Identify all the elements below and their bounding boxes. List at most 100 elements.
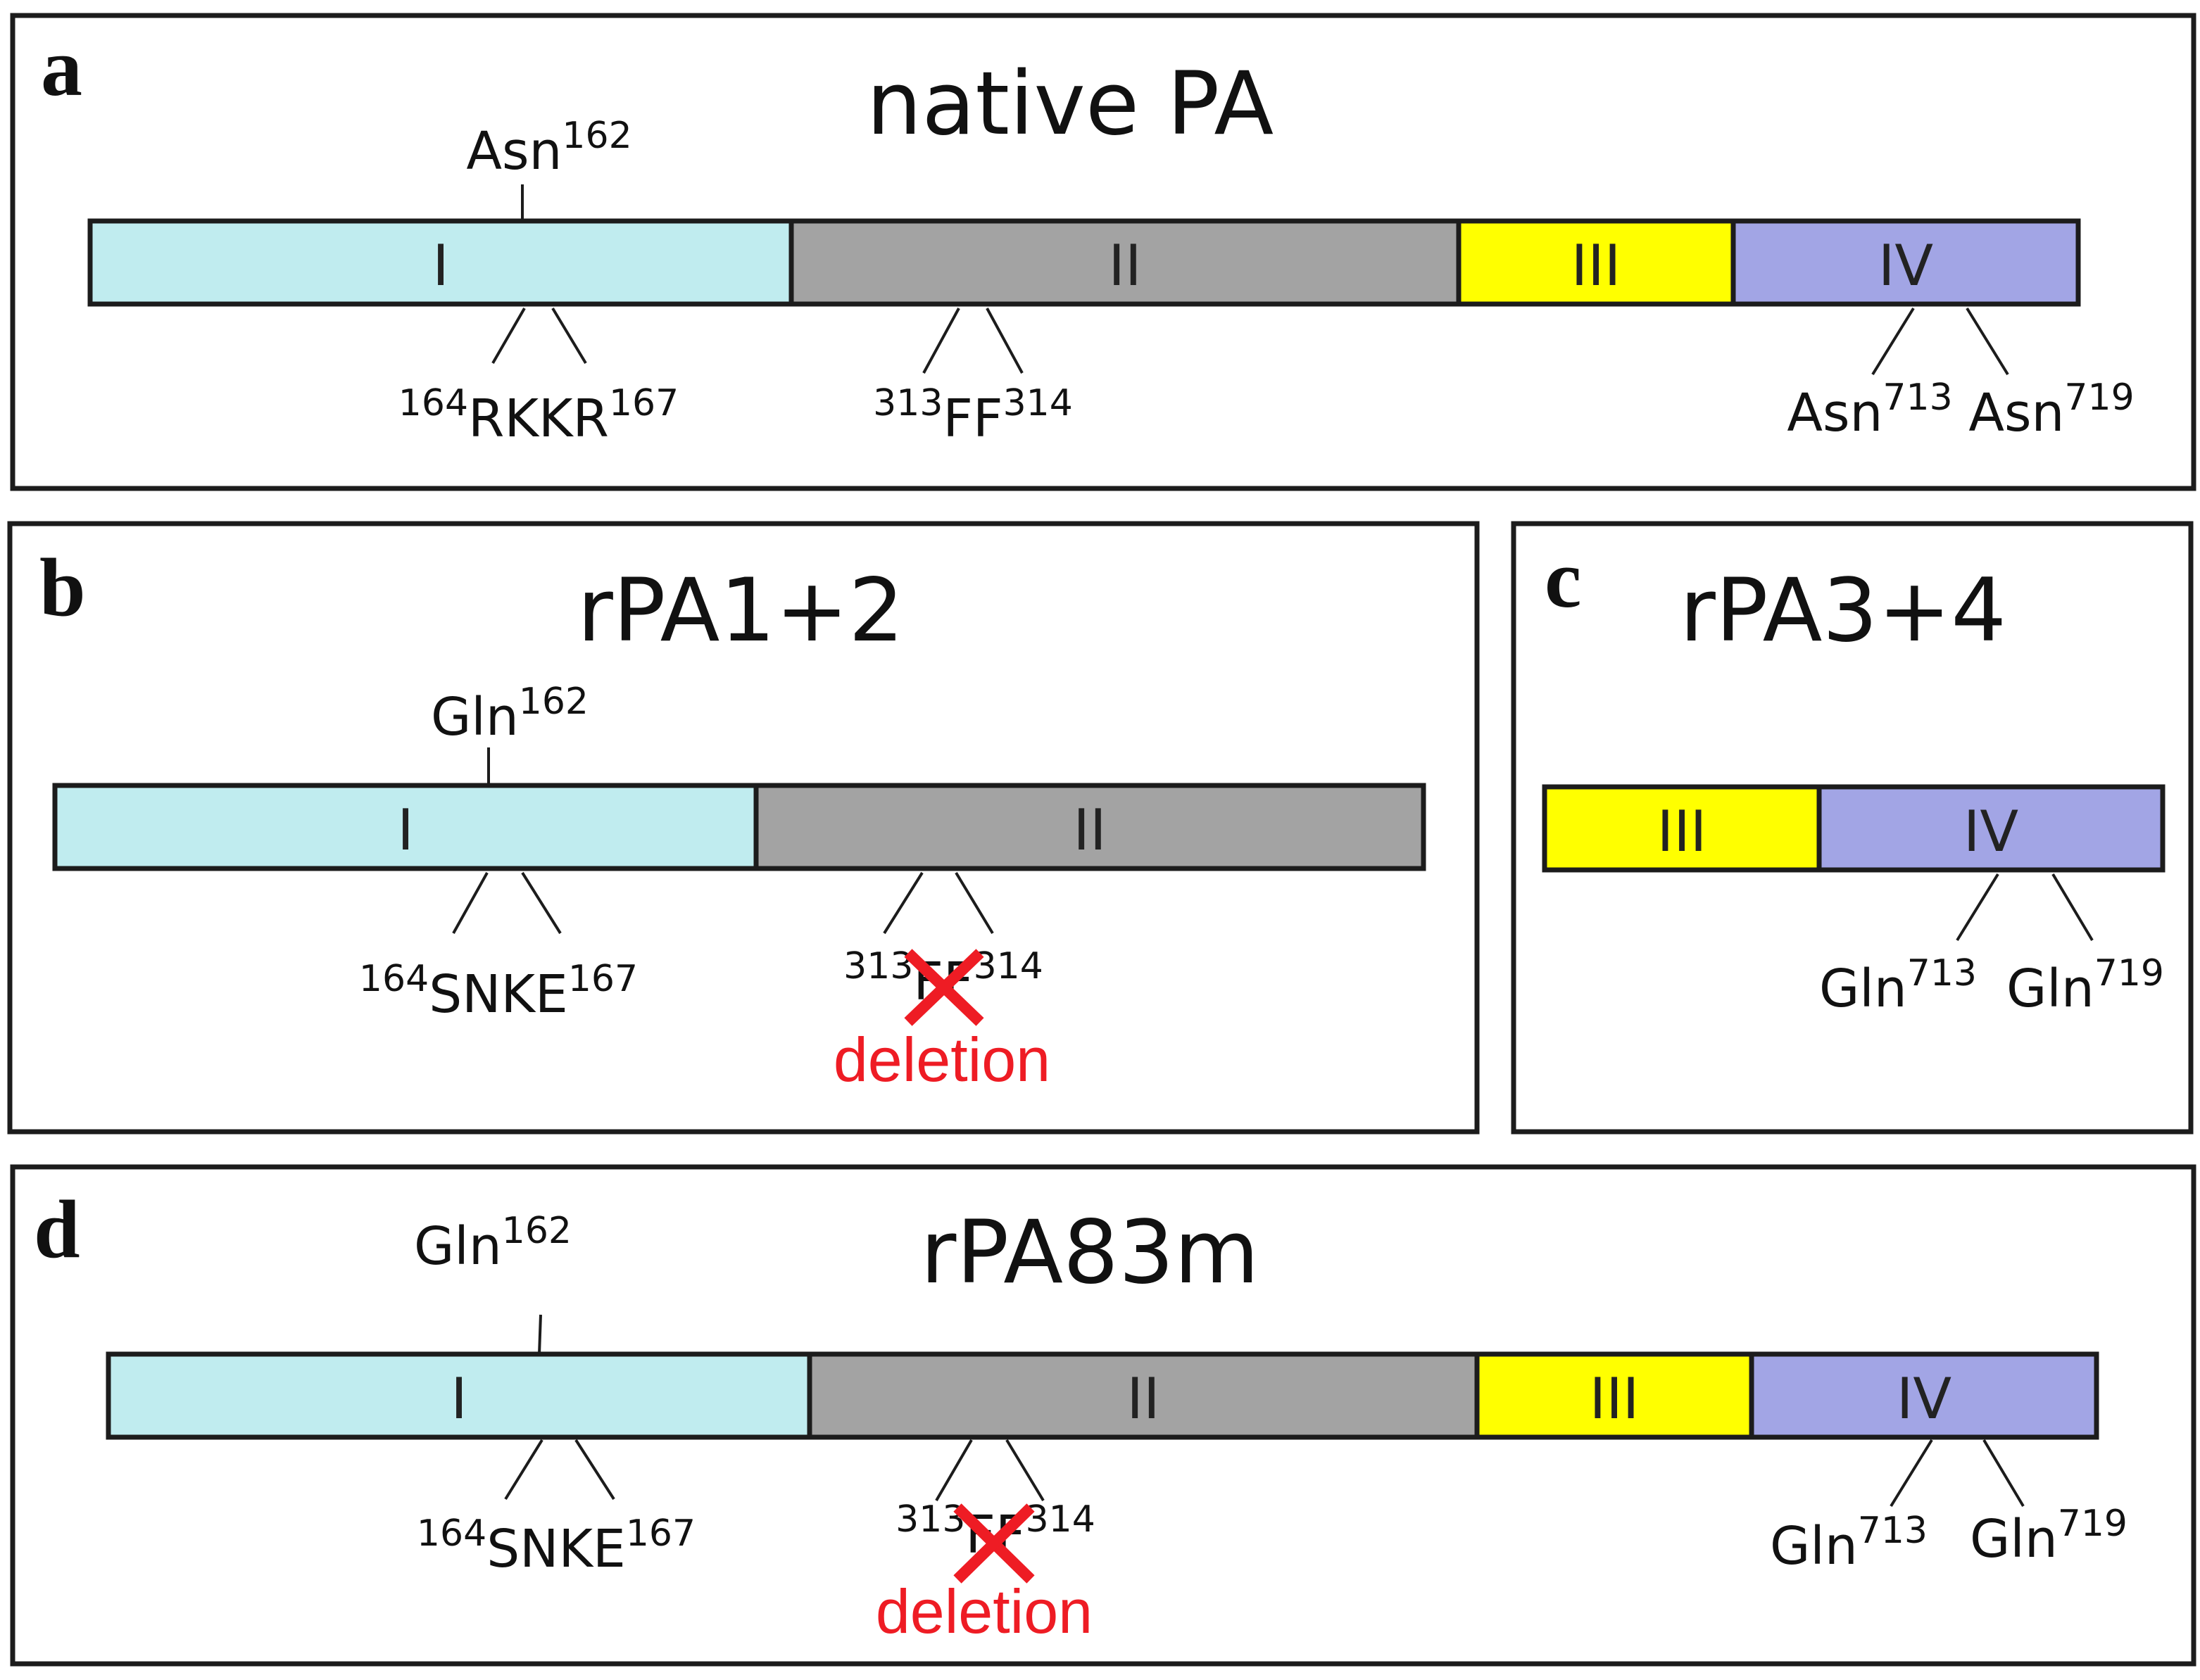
panel-c: c rPA3+4 III IV Gln713 Gln719 [1511,521,2194,1135]
panel-d-snke-text: SNKE [486,1519,626,1579]
panel-a-letter: a [41,21,82,113]
panel-c-domain-III [1542,784,1822,873]
panel-b-gln162-label: Gln162 [431,681,589,747]
panel-a-asn713-leader [1871,307,1915,376]
panel-a-ff-post: 314 [1003,382,1073,424]
panel-a-ff-label: 313FF314 [873,382,1073,449]
panel-a-asn162-name: Asn [466,121,562,182]
panel-c-domain-IV-label: IV [1963,799,2019,864]
panel-a-furin-leader-right [551,307,587,365]
panel-a-asn713-label: Asn713 [1787,377,1952,443]
panel-a-domain-IV [1730,218,2081,307]
panel-a-asn713-sup: 713 [1882,377,1952,419]
panel-d-gln719-name: Gln [1970,1509,2058,1570]
panel-d: d rPA83m I II III IV Gln162 164SNKE167 3… [10,1164,2196,1667]
panel-d-gln719-sup: 719 [2058,1503,2127,1545]
panel-b-domain-II [753,783,1426,871]
panel-c-letter: c [1545,533,1581,625]
panel-b-snke-post: 167 [568,958,638,1000]
panel-b-deletion-x-icon [904,949,984,1026]
panel-d-domain-I-label: I [451,1366,467,1432]
panel-b-domain-II-label: II [1073,797,1106,863]
panel-a-asn162-label: Asn162 [466,115,631,182]
panel-d-domain-III [1474,1351,1754,1440]
panel-c-domain-III-label: III [1657,799,1707,864]
panel-a-domain-II-label: II [1108,233,1141,298]
panel-c-gln713-name: Gln [1819,959,1907,1019]
panel-d-deletion-x-icon [953,1503,1035,1584]
panel-c-gln719-name: Gln [2006,959,2094,1019]
panel-d-gln713-name: Gln [1770,1516,1858,1577]
panel-a-rkkr-label: 164RKKR167 [398,382,679,449]
panel-b: b rPA1+2 I II Gln162 164SNKE167 313FF314… [7,521,1480,1135]
panel-b-snke-label: 164SNKE167 [359,958,638,1025]
panel-d-snke-leader-right [574,1439,615,1501]
panel-d-gln713-leader [1890,1439,1933,1508]
panel-a-asn719-sup: 719 [2064,377,2134,419]
panel-c-gln719-leader [2051,873,2094,942]
panel-a-furin-leader-left [491,308,526,364]
panel-b-letter: b [39,541,86,633]
panel-b-domain-I-label: I [397,797,414,863]
panel-d-domain-IV-label: IV [1897,1366,1952,1432]
panel-c-title: rPA3+4 [1680,560,2006,662]
panel-d-title: rPA83m [920,1202,1259,1303]
panel-c-gln713-label: Gln713 [1819,952,1977,1019]
panel-d-ff-leader-right [1005,1439,1045,1502]
panel-d-ff-post: 314 [1026,1498,1095,1541]
panel-a-domain-II [788,218,1462,307]
panel-a-domain-I-label: I [432,233,449,298]
panel-d-gln162-sup: 162 [502,1210,572,1252]
panel-b-ff-pre: 313 [843,945,913,987]
panel-b-title: rPA1+2 [577,560,904,662]
panel-d-domain-III-label: III [1590,1366,1640,1432]
panel-b-ff-leader-left [883,871,924,935]
panel-b-deletion-label: deletion [834,1025,1050,1094]
panel-d-snke-post: 167 [626,1512,696,1555]
panel-d-snke-label: 164SNKE167 [417,1512,696,1579]
panel-a-rkkr-pre: 164 [398,382,468,424]
panel-d-gln162-label: Gln162 [414,1210,572,1277]
panel-d-domain-IV [1749,1351,2099,1440]
panel-d-gln713-label: Gln713 [1770,1510,1928,1577]
panel-d-snke-pre: 164 [417,1512,486,1555]
panel-d-gln713-sup: 713 [1858,1510,1928,1552]
panel-a-asn719-label: Asn719 [1968,377,2134,443]
panel-c-gln713-sup: 713 [1907,952,1977,994]
panel-b-snke-leader-left [452,872,489,934]
panel-d-gln719-label: Gln719 [1970,1503,2127,1570]
panel-b-snke-leader-right [521,871,562,935]
panel-b-ff-post: 314 [974,945,1043,987]
panel-d-deletion-label: deletion [876,1577,1093,1646]
panel-a-ff-leader-left [922,308,960,374]
panel-c-gln719-label: Gln719 [2006,952,2164,1019]
panel-d-gln162-leader [538,1314,542,1355]
panel-a-ff-leader-right [986,308,1024,374]
panel-d-snke-leader-left [504,1439,543,1501]
panel-d-x-stroke-2 [953,1503,1035,1584]
panel-d-gln162-name: Gln [414,1216,502,1277]
panel-a-asn719-leader [1966,307,2009,376]
panel-a-domain-I [87,218,794,307]
panel-d-gln719-leader [1982,1439,2025,1508]
panel-b-snke-text: SNKE [429,964,568,1025]
panel-a-domain-III-label: III [1571,233,1621,298]
panel-a-ff-text: FF [943,389,1002,449]
panel-a-title: native PA [867,53,1274,155]
panel-b-snke-pre: 164 [359,958,429,1000]
panel-d-domain-II-label: II [1126,1366,1159,1432]
panel-b-gln162-sup: 162 [519,681,589,723]
panel-d-ff-pre: 313 [895,1498,965,1541]
panel-c-gln713-leader [1956,873,1999,942]
panel-a-rkkr-text: RKKR [468,389,609,449]
panel-a-domain-IV-label: IV [1878,233,1934,298]
panel-a-asn719-name: Asn [1968,383,2064,443]
panel-d-letter: d [34,1183,80,1275]
panel-a-asn713-name: Asn [1787,383,1882,443]
panel-c-gln719-sup: 719 [2094,952,2164,994]
panel-c-domain-IV [1816,784,2166,873]
panel-a: a native PA I II III IV Asn162 164RKKR16… [10,13,2196,491]
panel-b-ff-leader-right [955,871,994,935]
panel-a-ff-pre: 313 [873,382,943,424]
